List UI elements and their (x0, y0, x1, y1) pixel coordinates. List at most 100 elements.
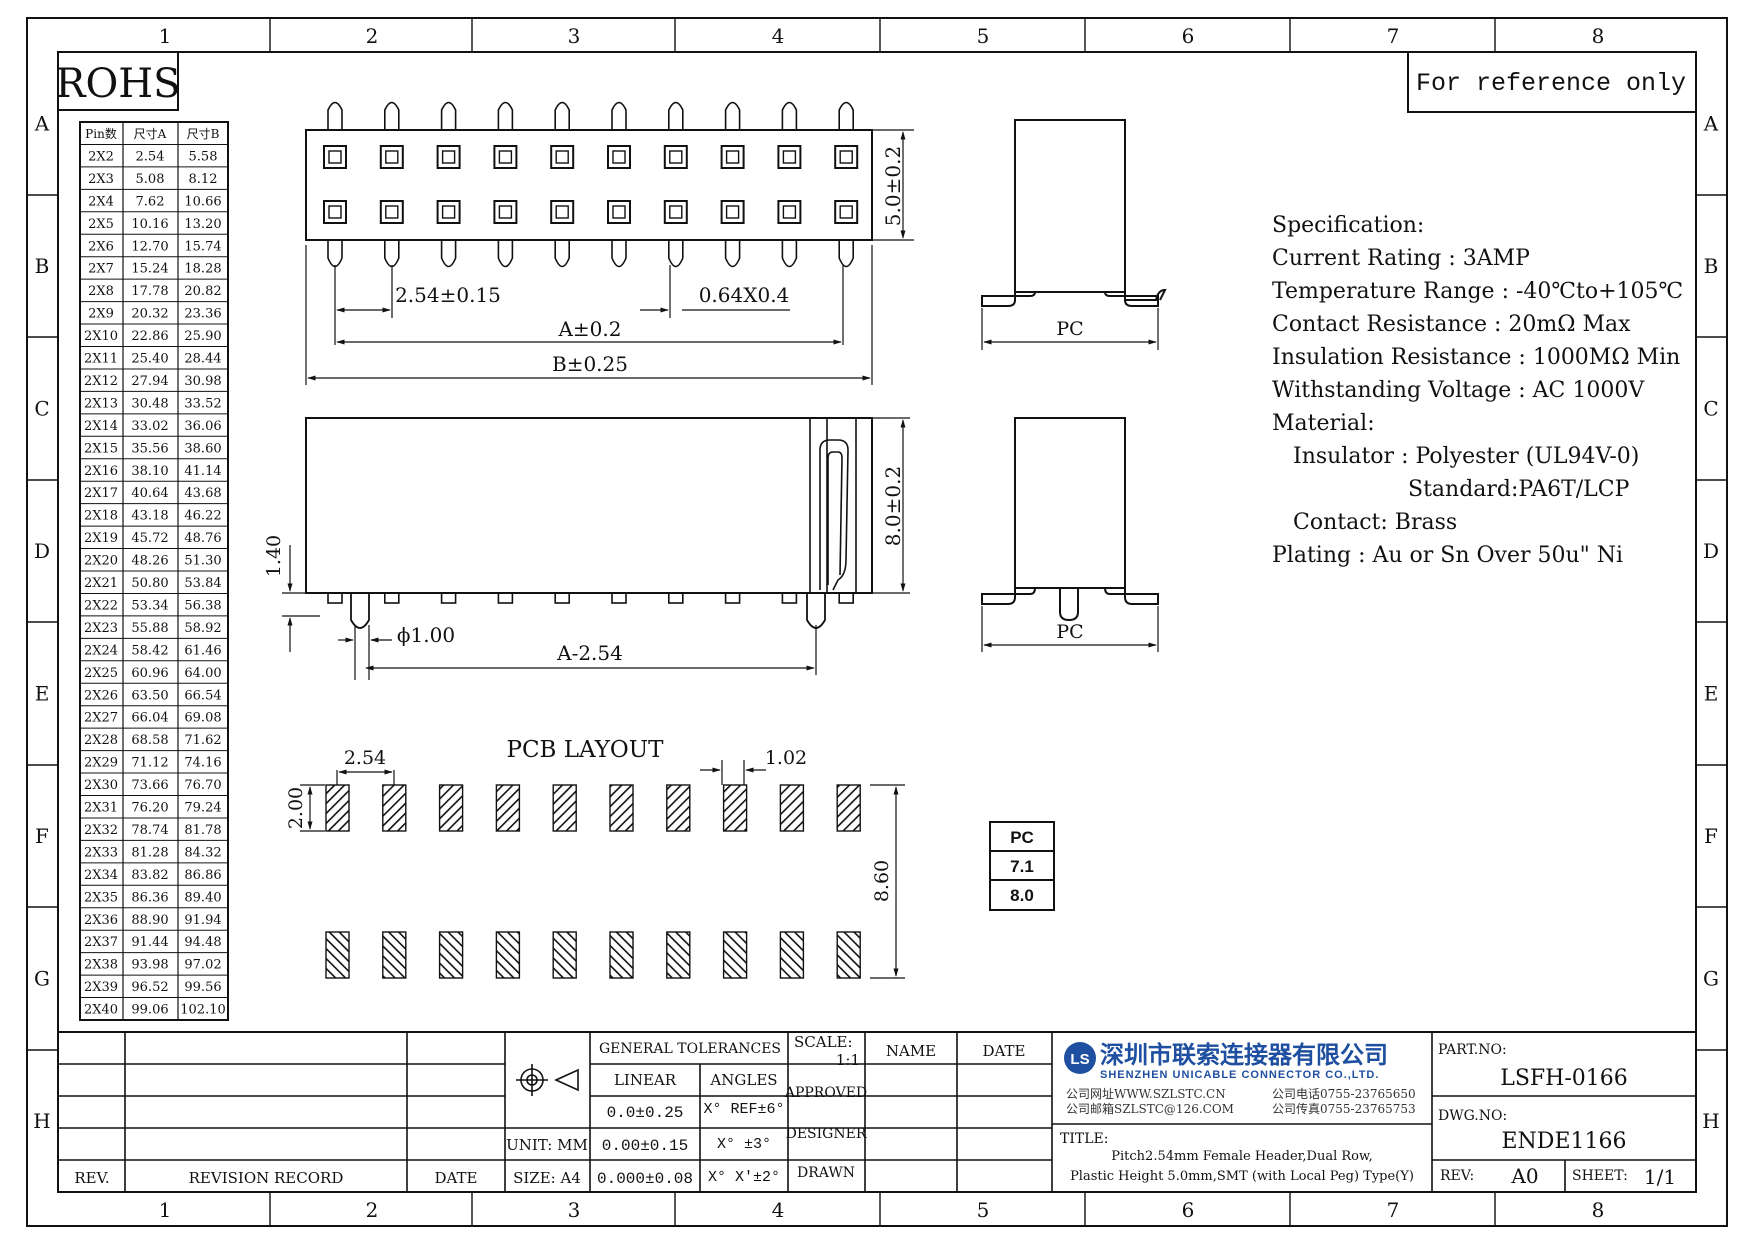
size-table-cell: 15.24 (131, 262, 168, 277)
contact-square-inner (612, 150, 626, 164)
sheet-value: 1/1 (1644, 1165, 1676, 1189)
zone-col-top-3: 3 (568, 24, 581, 48)
zone-col-bottom-5: 5 (977, 1198, 990, 1222)
size-table-cell: 2X9 (88, 307, 114, 322)
smt-lead (667, 592, 684, 604)
spec-line: Standard:PA6T/LCP (1408, 477, 1630, 502)
pin-tip-bottom (384, 240, 400, 268)
pcb-pad-bottom (438, 931, 464, 979)
size-table-cell: 25.90 (184, 329, 221, 344)
pin-tip-top (384, 101, 400, 130)
size-table-cell: 10.66 (184, 194, 221, 209)
contact-square-inner (555, 150, 569, 164)
pin-tip-top (611, 101, 627, 130)
size-table-header: Pin数 (85, 126, 117, 141)
pcb-pad-top (722, 784, 748, 832)
size-table-cell: 81.78 (184, 823, 221, 838)
size-table-cell: 60.96 (131, 666, 168, 681)
contact-square (550, 145, 575, 169)
size-table-cell: 2X35 (84, 890, 118, 905)
smt-lead (724, 592, 741, 604)
size-table-cell: 2X18 (84, 509, 118, 524)
zone-col-bottom-7: 7 (1387, 1198, 1400, 1222)
dwg-no: ENDE1166 (1502, 1129, 1627, 1154)
size-table-cell: 50.80 (131, 576, 168, 591)
size-table-cell: 2X12 (84, 374, 118, 389)
size-table-cell: 64.00 (184, 666, 221, 681)
drawn-label: DRAWN (797, 1165, 855, 1181)
size-table-cell: 22.86 (131, 329, 168, 344)
size-table-cell: 61.46 (184, 643, 221, 658)
pcb-pad-height-dim: 2.00 (285, 787, 307, 829)
size-table-cell: 18.28 (184, 262, 221, 277)
rohs-box (57, 51, 179, 111)
size-table-cell: 35.56 (131, 441, 168, 456)
smt-lead (838, 592, 855, 604)
contact-square (777, 145, 802, 169)
pc-table-value-1: 7.1 (1010, 857, 1034, 876)
size-table-cell: 2X36 (84, 913, 118, 928)
zone-col-top-7: 7 (1387, 24, 1400, 48)
pitch-dim: 2.54±0.15 (395, 283, 501, 307)
size-table-cell: 5.58 (189, 149, 218, 164)
zone-row-left-A: A (34, 112, 50, 136)
size-table-cell: 53.84 (184, 576, 221, 591)
pin-tip-top (440, 101, 457, 130)
contact-square (720, 145, 745, 169)
size-table-cell: 2X7 (88, 262, 114, 277)
rev-header: REV. (74, 1169, 109, 1187)
pin-tip-top (497, 101, 514, 130)
pcb-pad-bottom (382, 931, 407, 979)
height-top-dim: 5.0±0.2 (881, 146, 905, 226)
size-table-header: 尺寸A (134, 127, 167, 141)
size-table-cell: 2X25 (84, 666, 118, 681)
size-table-cell: 2X6 (88, 239, 114, 254)
size-table-cell: 43.18 (131, 509, 168, 524)
contact-square-inner (782, 150, 797, 164)
size-table-cell: 2X22 (84, 598, 118, 613)
size-table-cell: 93.98 (131, 958, 168, 973)
company-fax: 公司传真0755-23765753 (1272, 1101, 1416, 1116)
revision-date-header: DATE (435, 1169, 478, 1187)
size-table-cell: 2X10 (84, 329, 118, 344)
pcb-row-span-dim: 8.60 (871, 860, 893, 902)
size-table-cell: 63.50 (131, 688, 168, 703)
spec-line: Withstanding Voltage : AC 1000V (1272, 378, 1645, 403)
zone-col-top-5: 5 (977, 24, 990, 48)
size-table-cell: 71.12 (131, 756, 168, 771)
pc-dim-top: PC (1056, 318, 1083, 340)
pc-dim-bottom: PC (1056, 621, 1083, 643)
size-table-cell: 83.82 (131, 868, 168, 883)
zone-col-top-1: 1 (159, 24, 172, 48)
smt-lead (781, 592, 798, 604)
zone-row-right-F: F (1704, 824, 1718, 848)
size-table-cell: 2X21 (84, 576, 118, 591)
size-table-cell: 71.62 (184, 733, 221, 748)
pin-tip-top (327, 101, 343, 130)
pin-tip-bottom (781, 240, 798, 268)
size-table-cell: 2X19 (84, 531, 118, 546)
locating-peg (806, 593, 826, 629)
size-table-cell: 25.40 (131, 352, 168, 367)
size-table-cell: 2X3 (88, 172, 114, 187)
smt-lead (327, 592, 343, 604)
size-table-cell: 2X5 (88, 217, 114, 232)
pcb-pad-bottom (779, 931, 805, 979)
spec-line: Insulator : Polyester (UL94V-0) (1293, 444, 1639, 469)
size-table-cell: 38.60 (184, 441, 221, 456)
peg-dim: ϕ1.00 (397, 623, 455, 647)
size-table-cell: 86.86 (184, 868, 221, 883)
pin-tip-bottom (497, 240, 514, 268)
size-table-cell: 74.16 (184, 756, 221, 771)
pin-tip-bottom (554, 240, 570, 268)
contact-square (834, 145, 859, 169)
contact-square (663, 200, 688, 224)
contact-square-inner (839, 205, 853, 219)
tol-angle-2: X° ±3° (717, 1136, 771, 1153)
zone-col-top-6: 6 (1182, 24, 1195, 48)
size-table-cell: 91.44 (131, 935, 168, 950)
size-table-cell: 58.92 (184, 621, 221, 636)
size-table-cell: 2X4 (88, 194, 114, 209)
size-table-cell: 2X13 (84, 396, 118, 411)
size-table-cell: 2X23 (84, 621, 118, 636)
